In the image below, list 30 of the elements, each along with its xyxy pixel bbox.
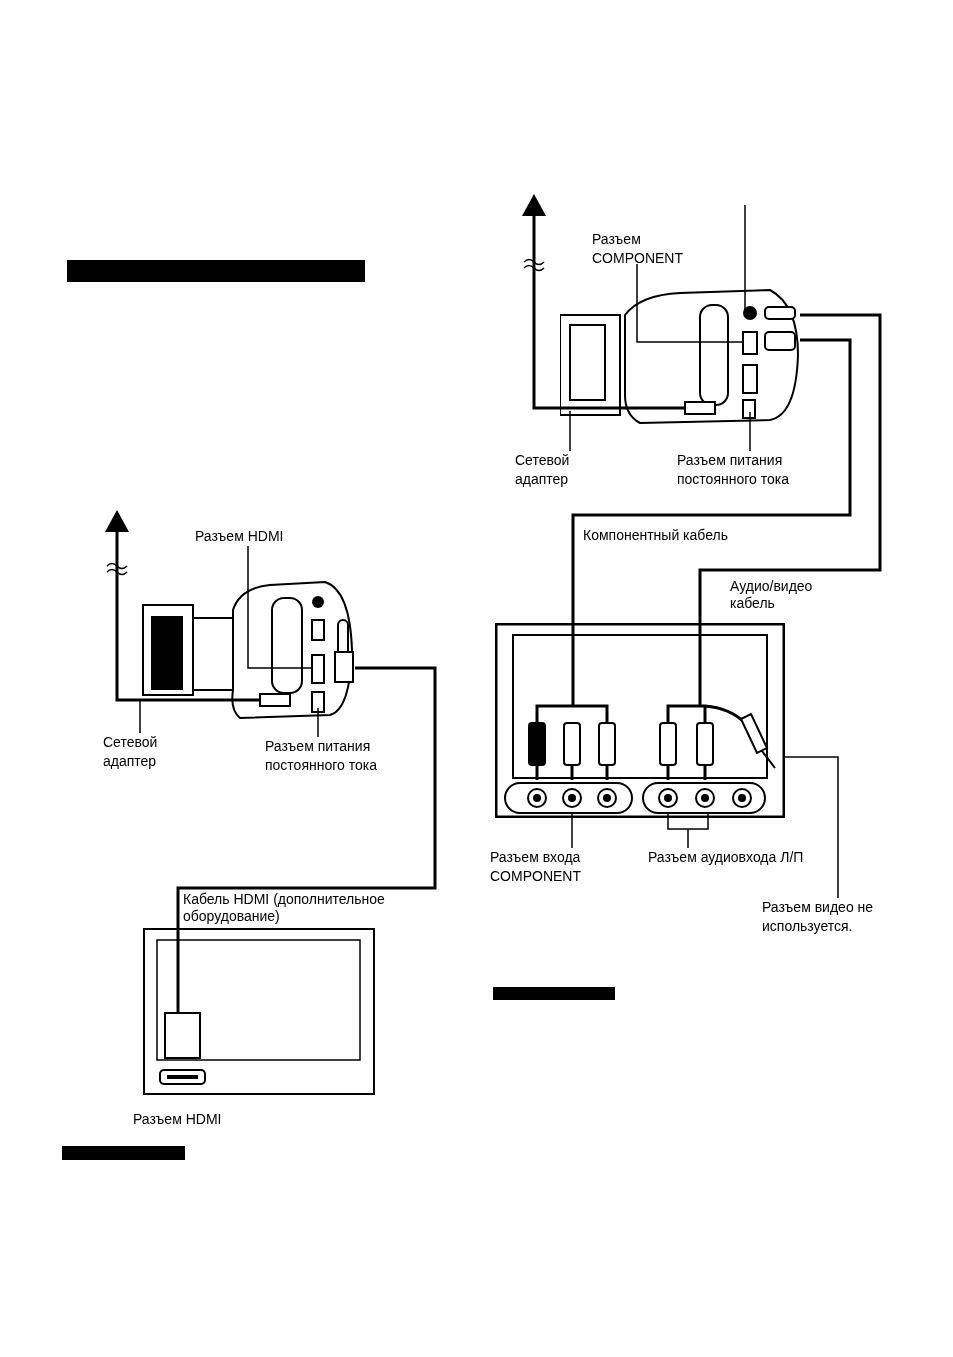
television-drawing <box>495 623 785 818</box>
adapter-cable <box>522 194 560 410</box>
leader-line <box>139 699 141 734</box>
cable <box>176 666 437 928</box>
callout-label: Разъем входа COMPONENT <box>490 848 620 886</box>
adapter-cable <box>105 510 140 702</box>
callout-label: Сетевой адаптер <box>515 451 595 489</box>
leader-line <box>571 811 573 849</box>
heading-bar <box>493 987 615 1000</box>
leader-line <box>784 756 839 899</box>
heading-bar <box>62 1146 185 1160</box>
leader-line <box>569 410 571 452</box>
callout-label: Разъем аудиовхода Л/П <box>648 848 804 867</box>
heading-bar <box>67 260 365 282</box>
callout-label: Сетевой адаптер <box>103 733 183 771</box>
cable <box>698 313 882 623</box>
leader-line <box>667 811 709 849</box>
callout-label: Разъем питания постоянного тока <box>265 737 415 775</box>
leader-line <box>749 411 751 452</box>
callout-label: Разъем видео не используется. <box>762 898 912 936</box>
leader-line <box>636 263 744 343</box>
leader-line <box>247 545 313 669</box>
leader-line <box>317 707 319 738</box>
television-drawing <box>143 928 375 1095</box>
callout-label: Разъем HDMI <box>195 527 284 546</box>
leader-line <box>744 204 746 313</box>
callout-label: Разъем питания постоянного тока <box>677 451 827 489</box>
cable <box>571 338 852 623</box>
port-caption: Разъем HDMI <box>133 1110 222 1129</box>
callout-label: Разъем COMPONENT <box>592 230 712 268</box>
